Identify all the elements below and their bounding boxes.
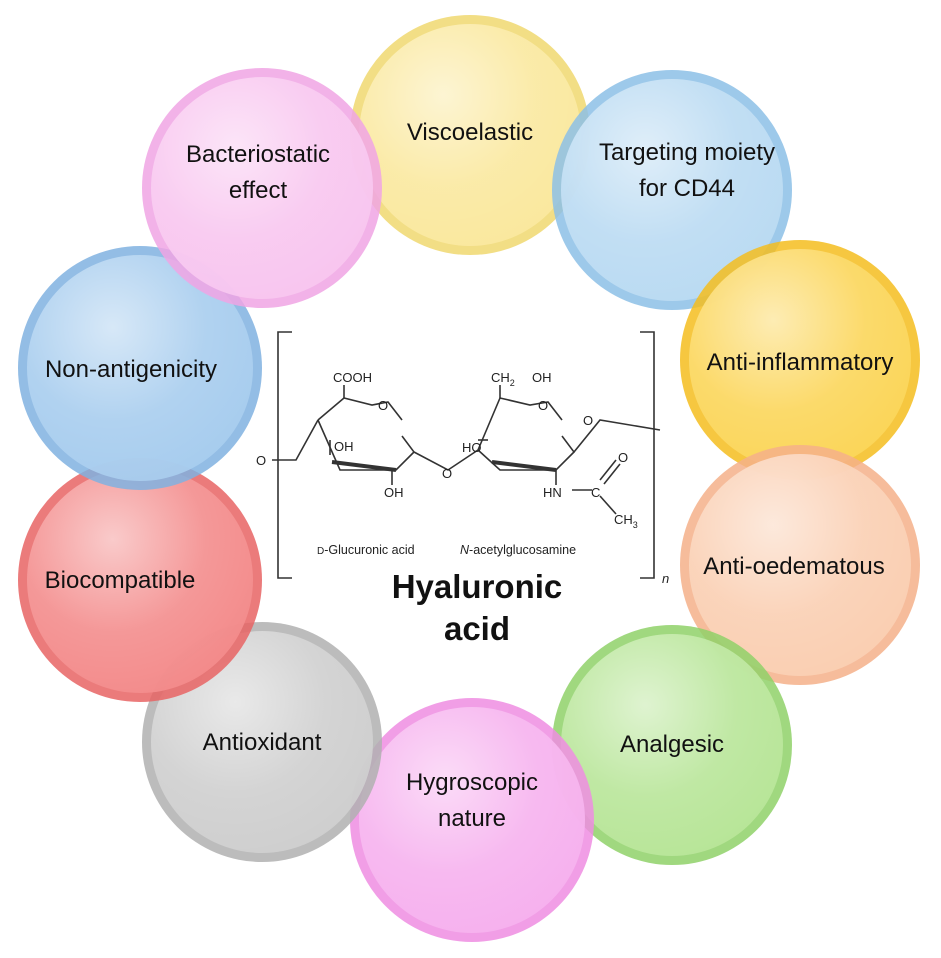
petal-analgesic: Analgesic xyxy=(552,625,792,865)
glucuronic-ring-top xyxy=(317,397,403,421)
chemical-structure: n COOH O OH OH O O CH2 OH O HO O HN C O xyxy=(256,331,669,586)
petal-label-hygroscopic-line2: nature xyxy=(438,805,506,832)
glucuronic-acid-caption: D-Glucuronic acid xyxy=(317,543,415,557)
petal-shine-viscoelastic xyxy=(359,24,581,246)
glycosidic-o-label: O xyxy=(442,466,452,481)
ho-right-label: HO xyxy=(462,440,482,455)
petal-label-hygroscopic-line1: Hygroscopic xyxy=(406,769,538,796)
nh-label: HN xyxy=(543,485,562,500)
c-o-double-bond xyxy=(599,459,621,485)
ring-o-right-label: O xyxy=(538,398,548,413)
glycosidic-bond xyxy=(413,449,479,471)
glucosamine-ring-bold-edge xyxy=(491,460,557,472)
c-ch3-bond xyxy=(599,495,617,515)
petal-shine-bacteriostatic xyxy=(151,77,373,299)
amide-c-label: C xyxy=(591,485,600,500)
petal-bacteriostatic: Bacteriostatic effect xyxy=(142,68,382,308)
left-bracket xyxy=(277,331,292,579)
oh-left2-label: OH xyxy=(384,485,404,500)
petal-shine-hygroscopic xyxy=(359,707,585,933)
acetylglucosamine-caption: N-acetylglucosamine xyxy=(460,543,576,557)
petal-label-viscoelastic-line1: Viscoelastic xyxy=(407,119,533,146)
right-bracket xyxy=(640,331,655,579)
petal-shine-antioxidant xyxy=(151,631,373,853)
petal-viscoelastic: Viscoelastic xyxy=(350,15,590,255)
petal-targeting: Targeting moiety for CD44 xyxy=(552,70,792,310)
petal-label-targeting-line1: Targeting moiety xyxy=(599,139,775,166)
glucosamine-ring-top xyxy=(477,397,563,451)
petal-non-antigenicity: Non-antigenicity xyxy=(18,246,262,490)
end-o-right-label: O xyxy=(583,413,593,428)
petal-anti-inflammatory: Anti-inflammatory xyxy=(680,240,920,480)
petal-hygroscopic: Hygroscopic nature xyxy=(350,698,594,942)
petal-shine-targeting xyxy=(561,79,783,301)
end-o-left-bond xyxy=(272,419,319,461)
petal-shine-anti-oedematous xyxy=(689,454,911,676)
cooh-label: COOH xyxy=(333,370,372,385)
petal-shine-analgesic xyxy=(561,634,783,856)
repeat-n-label: n xyxy=(662,571,669,586)
petal-label-bacteriostatic-line1: Bacteriostatic xyxy=(186,141,330,168)
petal-label-bacteriostatic-line2: effect xyxy=(229,177,288,204)
ch2-label: CH2 xyxy=(491,370,515,388)
petal-anti-oedematous: Anti-oedematous xyxy=(680,445,920,685)
oh-top-label: OH xyxy=(532,370,552,385)
petal-antioxidant: Antioxidant xyxy=(142,622,382,862)
petal-shine-non-antigenicity xyxy=(27,255,253,481)
amide-o-label: O xyxy=(618,450,628,465)
ch3-label: CH3 xyxy=(614,512,638,530)
petal-biocompatible: Biocompatible xyxy=(18,458,262,702)
petal-label-anti-oedematous-line1: Anti-oedematous xyxy=(703,553,884,580)
center-title-line1: Hyaluronic xyxy=(392,568,563,605)
end-o-left-label: O xyxy=(256,453,266,468)
petal-label-anti-inflammatory-line1: Anti-inflammatory xyxy=(707,349,894,376)
petal-label-non-antigenicity-line1: Non-antigenicity xyxy=(45,356,217,383)
glucuronic-ring-bold-edge xyxy=(331,460,397,472)
petal-label-antioxidant-line1: Antioxidant xyxy=(203,729,322,756)
petal-shine-biocompatible xyxy=(27,467,253,693)
oh-left1-label: OH xyxy=(334,439,354,454)
petal-label-biocompatible-line1: Biocompatible xyxy=(45,567,196,594)
petal-shine-anti-inflammatory xyxy=(689,249,911,471)
petal-label-analgesic-line1: Analgesic xyxy=(620,731,724,758)
ring-o-left-label: O xyxy=(378,398,388,413)
end-o-right-bond xyxy=(573,419,661,453)
center-title-line2: acid xyxy=(444,610,510,647)
petal-label-targeting-line2: for CD44 xyxy=(639,175,735,202)
